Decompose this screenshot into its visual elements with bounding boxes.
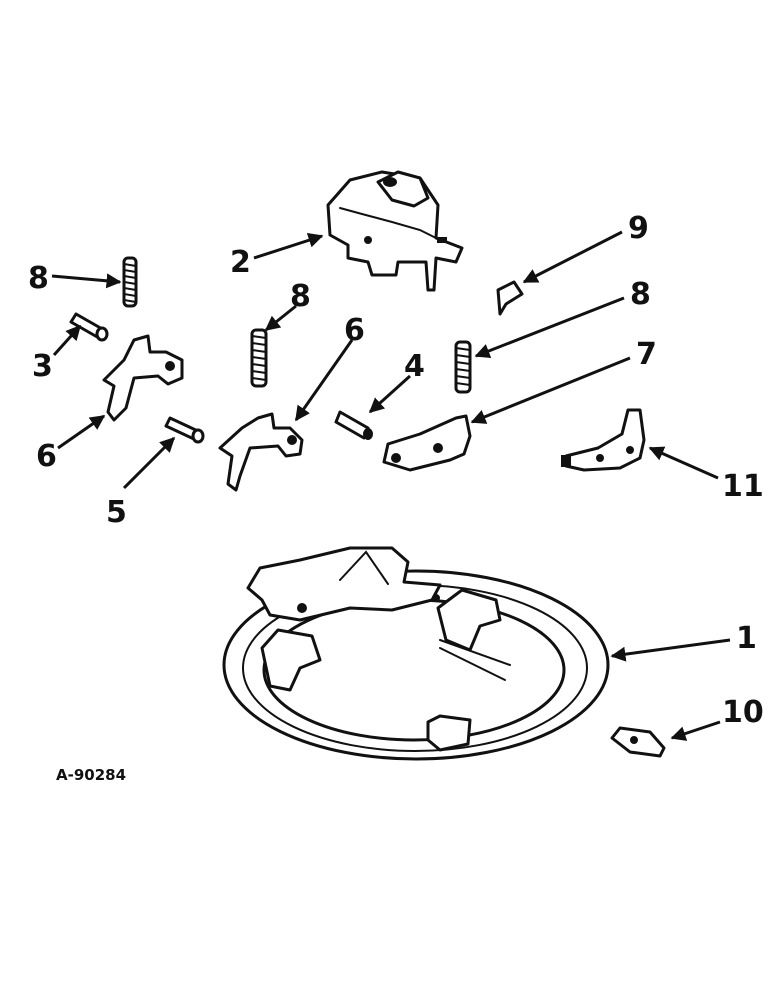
leader-lines <box>51 230 731 741</box>
callout-5: 5 <box>106 495 127 530</box>
part-3-pin <box>69 312 109 342</box>
part-7-bracket <box>382 414 472 472</box>
callout-2: 2 <box>230 245 251 280</box>
callout-8c: 8 <box>630 277 651 312</box>
callout-6b: 6 <box>344 313 365 348</box>
leader-8b <box>264 304 297 332</box>
callouts: 2 8 3 6 5 8 6 4 9 8 7 11 1 10 <box>28 211 764 730</box>
leader-8c <box>474 296 625 359</box>
callout-6a: 6 <box>36 439 57 474</box>
callout-8a: 8 <box>28 261 49 296</box>
callout-4: 4 <box>404 349 425 384</box>
leader-5 <box>122 436 176 490</box>
leader-2 <box>253 233 324 260</box>
drawing-number: A-90284 <box>56 766 126 784</box>
part-11-assembly <box>561 408 646 472</box>
leader-4 <box>368 374 412 414</box>
part-2-housing <box>326 170 464 292</box>
part-1-base-ring <box>222 546 610 761</box>
leader-6b <box>294 339 354 422</box>
leader-3 <box>52 324 82 357</box>
callout-7: 7 <box>636 337 657 372</box>
leader-1 <box>610 638 731 662</box>
part-5-pin <box>164 416 205 444</box>
part-8-spring-center <box>250 328 268 388</box>
leader-6a <box>57 414 106 450</box>
callout-10: 10 <box>722 695 764 730</box>
callout-8b: 8 <box>290 279 311 314</box>
leader-10 <box>670 720 721 741</box>
part-9-clip <box>496 280 524 316</box>
callout-9: 9 <box>628 211 649 246</box>
part-6-latch-center <box>218 412 304 492</box>
part-8-spring-right <box>454 340 472 394</box>
part-4-bolt <box>334 410 373 440</box>
callout-1: 1 <box>736 621 757 656</box>
leader-9 <box>522 230 623 284</box>
part-6-latch-left <box>102 334 184 422</box>
callout-3: 3 <box>32 349 53 384</box>
part-10-tab <box>610 726 666 758</box>
leader-7 <box>470 356 631 424</box>
callout-11: 11 <box>722 469 764 504</box>
part-8-spring-left <box>122 256 138 308</box>
leader-8a <box>51 273 122 289</box>
leader-11 <box>648 446 719 480</box>
